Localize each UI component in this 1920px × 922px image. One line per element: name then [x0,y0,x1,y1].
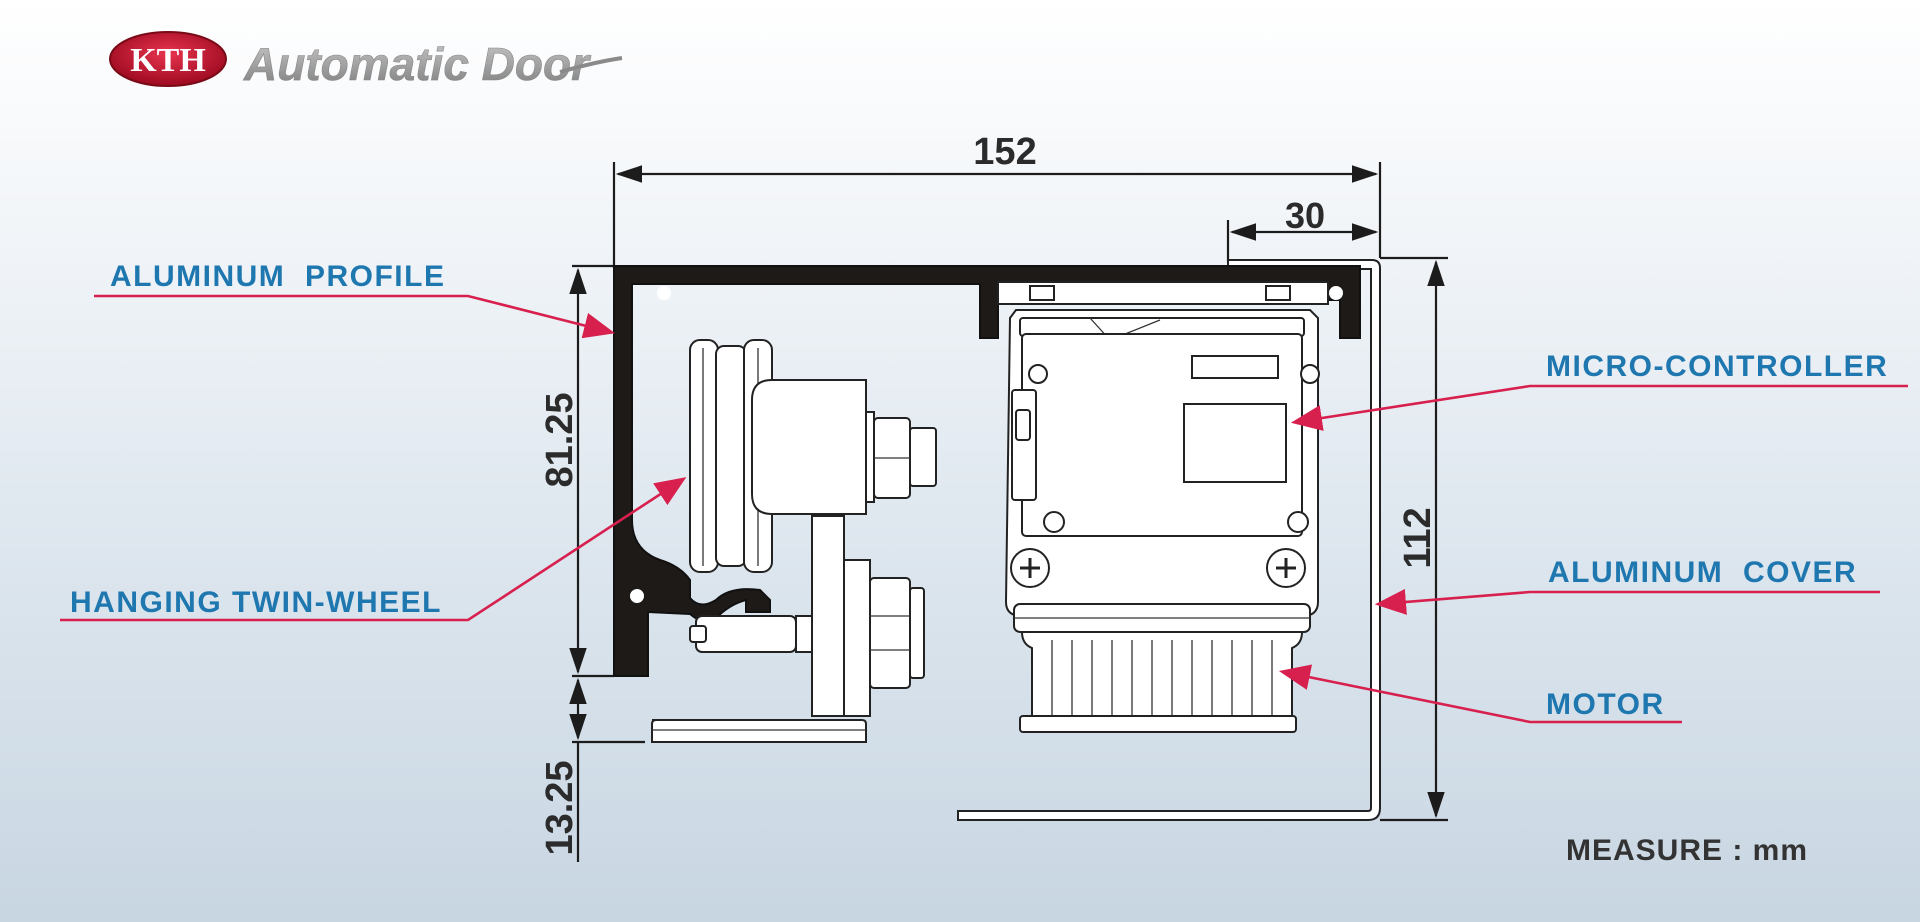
label-micro-controller: MICRO-CONTROLLER [1546,350,1888,383]
micro-controller-shape [997,281,1329,617]
brand-logo: KTH Automatic Door [109,31,623,90]
hanging-twin-wheel-shape [651,339,937,743]
label-hanging-twin-wheel: HANGING TWIN-WHEEL [70,586,442,619]
motor-shape [1013,603,1311,733]
logo-text: KTH [130,42,206,79]
callout-micro-controller: MICRO-CONTROLLER [1290,350,1908,431]
dimension-cover-offset: 30 [1226,195,1379,262]
dimension-112-label: 112 [1397,507,1439,568]
dimension-total-height: 112 [1380,256,1448,822]
product-wordmark: Automatic Door [243,38,591,90]
aluminum-cover-shape [957,259,1381,821]
callout-aluminum-profile: ALUMINUM PROFILE [94,260,616,339]
wordmark-swoosh [559,56,623,74]
callout-hanging-twin-wheel: HANGING TWIN-WHEEL [60,477,687,622]
label-motor: MOTOR [1546,688,1665,721]
dimension-left-vertical: 81.25 13.25 [539,264,645,862]
label-aluminum-cover: ALUMINUM COVER [1548,556,1857,589]
measure-unit-note: MEASURE : mm [1566,834,1808,867]
dimension-81-25-label: 81.25 [539,392,581,487]
dimension-152-label: 152 [973,131,1036,173]
dimension-13-25-label: 13.25 [539,760,581,855]
dimension-overall-width: 152 [612,131,1382,268]
callout-aluminum-cover: ALUMINUM COVER [1374,556,1880,615]
callout-motor: MOTOR [1278,664,1682,724]
label-aluminum-profile: ALUMINUM PROFILE [110,260,445,293]
dimension-30-label: 30 [1285,195,1325,236]
